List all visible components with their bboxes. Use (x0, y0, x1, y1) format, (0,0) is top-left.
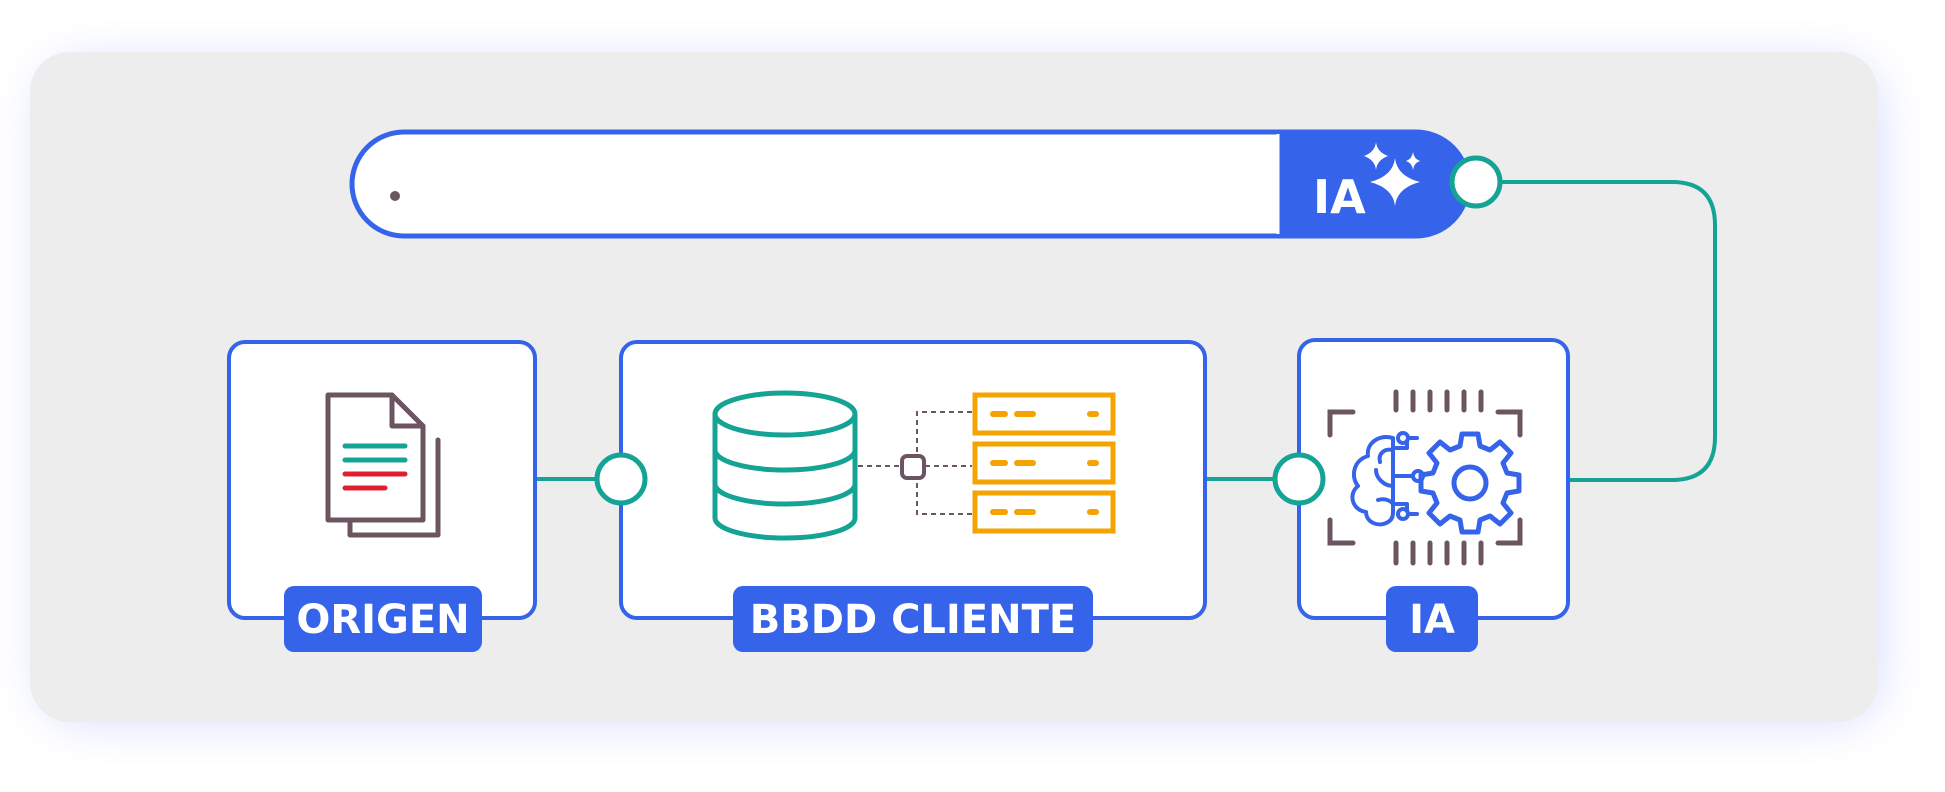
server-rack-icon (972, 392, 1116, 534)
node-bbdd-cliente[interactable]: BBDD CLIENTE (594, 340, 1207, 652)
node-bbdd-label-badge (733, 586, 1093, 652)
chip-frame-icon (1327, 389, 1523, 566)
node-ia-box[interactable] (1297, 338, 1570, 620)
search-connector-port (1449, 155, 1503, 209)
ia-input-port (1272, 452, 1326, 506)
node-bbdd-label: BBDD CLIENTE (750, 597, 1076, 643)
connector-ia-search (1502, 180, 1717, 482)
node-ia-label: IA (1409, 597, 1455, 643)
node-ia-label-badge (1386, 586, 1478, 652)
ai-search-button-label: IA (1313, 170, 1366, 224)
node-ia[interactable]: IA (1272, 338, 1570, 652)
gear-icon (1418, 431, 1522, 535)
network-node-icon (900, 454, 926, 480)
node-origen[interactable]: ORIGEN (227, 340, 537, 652)
connectors (535, 180, 1717, 482)
node-origen-label-badge (284, 586, 482, 652)
node-origen-label: ORIGEN (296, 597, 469, 643)
database-icon (712, 390, 858, 541)
brain-circuit-icon (1350, 431, 1425, 527)
search-cursor (390, 191, 400, 201)
ai-search-button[interactable] (1278, 132, 1468, 236)
sparkles-icon (1364, 142, 1420, 206)
document-icon (325, 392, 441, 538)
search-bar[interactable]: IA (349, 129, 1503, 239)
bbdd-input-port (594, 452, 648, 506)
